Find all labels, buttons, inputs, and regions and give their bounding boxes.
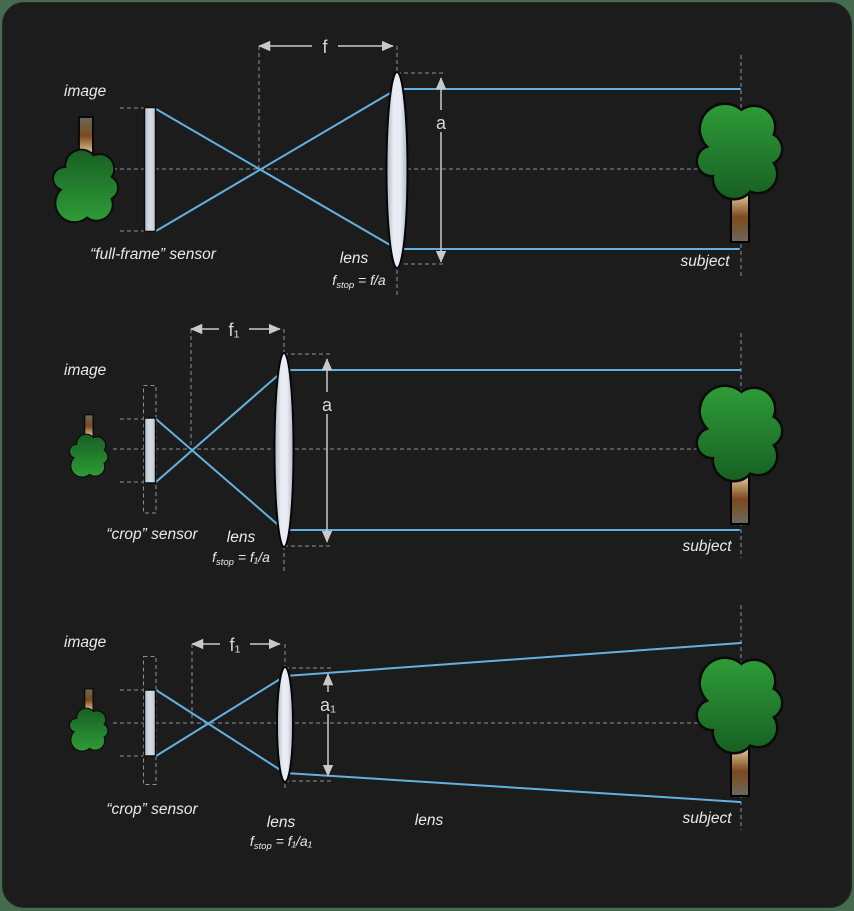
sensor-label: “full-frame” sensor [90, 246, 217, 263]
panel-full-frame: f a image “full-frame” sensor lens fstop… [52, 36, 781, 297]
fstop-formula: fstop = f/a [332, 272, 386, 291]
aperture-dimension: a [315, 358, 339, 543]
lens-secondary-label: lens [415, 812, 444, 829]
aperture-label: a₁ [320, 695, 336, 715]
aperture-dimension: a₁ [314, 673, 342, 777]
fstop-formula: fstop = f₁/a [212, 549, 270, 568]
image-label: image [64, 83, 107, 100]
crop-sensor [143, 417, 157, 484]
image-tree-inverted [52, 115, 119, 224]
subject-label: subject [682, 810, 732, 827]
image-tree-inverted [68, 687, 109, 752]
focal-length-label: f₁ [229, 635, 240, 655]
lens-small [276, 666, 294, 783]
aperture-dimension: a [429, 77, 453, 263]
focal-length-label: f [322, 37, 328, 57]
subject-tree [698, 387, 781, 524]
panel-crop-same-aperture: f₁ a image “crop” sensor lens fstop = f₁… [64, 319, 781, 573]
subject-label: subject [680, 253, 730, 270]
aperture-label: a [436, 113, 447, 133]
image-label: image [64, 362, 107, 379]
lens-label: lens [340, 250, 369, 267]
lens-large [273, 352, 295, 548]
fstop-formula: fstop = f₁/a₁ [250, 833, 313, 852]
lens-large [385, 71, 409, 269]
lens-label: lens [267, 814, 296, 831]
light-rays [155, 369, 741, 531]
focal-length-dimension: f₁ [191, 634, 281, 655]
construction-dashed-lines [113, 329, 742, 573]
lens-label: lens [227, 529, 256, 546]
sensor-label: “crop” sensor [106, 801, 198, 818]
subject-tree [698, 105, 781, 242]
focal-length-dimension: f₁ [190, 319, 281, 340]
image-label: image [64, 634, 107, 651]
focal-length-dimension: f [258, 36, 394, 57]
sensor-label: “crop” sensor [106, 526, 198, 543]
crop-sensor [143, 689, 157, 757]
panel-crop-scaled-aperture: f₁ a₁ image “crop” sensor lens fstop = f… [64, 605, 781, 852]
image-tree-inverted [68, 413, 109, 478]
aperture-label: a [322, 395, 333, 415]
focal-length-label: f₁ [228, 320, 239, 340]
full-frame-sensor [143, 106, 157, 233]
subject-label: subject [682, 538, 732, 555]
subject-tree [698, 659, 781, 796]
